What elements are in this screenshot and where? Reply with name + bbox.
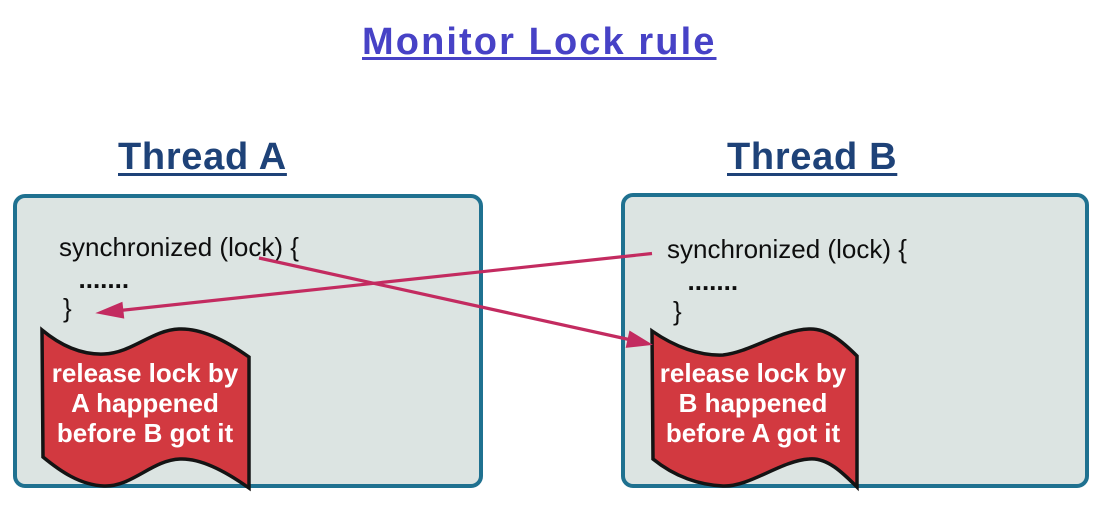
svg-text:before B got it: before B got it xyxy=(57,418,234,448)
svg-text:A happened: A happened xyxy=(71,388,219,418)
svg-text:B happened: B happened xyxy=(679,388,828,418)
svg-text:before A got it: before A got it xyxy=(666,418,841,448)
svg-text:release lock by: release lock by xyxy=(660,358,847,388)
svg-text:release lock by: release lock by xyxy=(52,358,239,388)
